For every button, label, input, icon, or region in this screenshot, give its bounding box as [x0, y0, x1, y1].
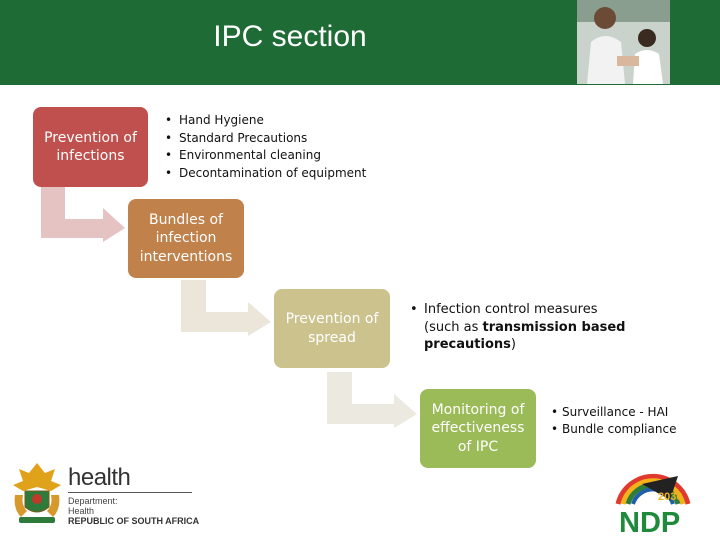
list-item: Standard Precautions — [165, 130, 366, 148]
spread-measures-list: Infection control measures (such as tran… — [410, 301, 640, 354]
list-item: Hand Hygiene — [165, 112, 366, 130]
health-logo: health Department: Health REPUBLIC OF SO… — [68, 464, 200, 526]
list-item: Infection control measures (such as tran… — [410, 301, 640, 354]
page-title: IPC section — [213, 20, 367, 53]
list-item: Bundle compliance — [551, 421, 711, 438]
arrow-connector-3 — [327, 372, 417, 428]
infection-measures-list: Hand Hygiene Standard Precautions Enviro… — [165, 112, 366, 182]
header-bar: IPC section — [0, 0, 720, 85]
svg-text:NDP: NDP — [619, 507, 680, 536]
list-item: Environmental cleaning — [165, 147, 366, 165]
header-photo — [577, 0, 670, 84]
coat-of-arms-icon — [13, 463, 61, 523]
monitoring-measures-list: Surveillance - HAI Bundle compliance — [551, 404, 711, 438]
list-item: Surveillance - HAI — [551, 404, 711, 421]
logo-divider — [68, 492, 192, 493]
ndp-2030-logo: 2030 NDP — [615, 473, 691, 536]
list-item: Decontamination of equipment — [165, 165, 366, 183]
svg-text:2030: 2030 — [658, 491, 682, 503]
arrow-connector-2 — [181, 280, 271, 336]
arrow-connector-1 — [41, 186, 125, 242]
